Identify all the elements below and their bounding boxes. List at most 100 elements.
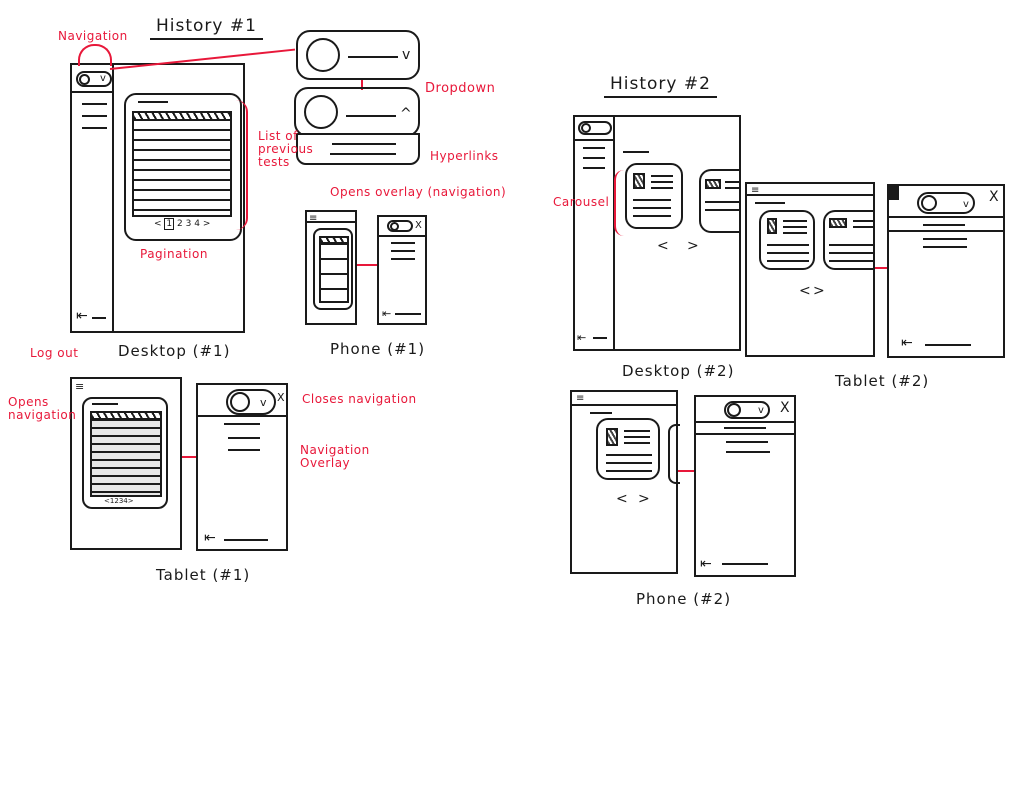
carousel-next-button[interactable]: > bbox=[687, 238, 699, 254]
logout-icon[interactable]: ⇤ bbox=[577, 331, 587, 344]
pagination-prev[interactable]: < bbox=[154, 219, 162, 229]
annotation-carousel: Carousel bbox=[553, 195, 610, 209]
logout-icon[interactable]: ⇤ bbox=[204, 530, 216, 546]
hyperlink[interactable] bbox=[330, 153, 396, 155]
carousel-card[interactable] bbox=[668, 424, 680, 484]
pagination-page-1[interactable]: 1 bbox=[164, 218, 175, 230]
annotation-pagination: Pagination bbox=[140, 247, 208, 261]
computer-icon bbox=[829, 218, 847, 228]
user-dropdown[interactable]: v bbox=[226, 389, 276, 415]
nav-link[interactable] bbox=[724, 427, 766, 429]
user-avatar-icon bbox=[727, 403, 741, 417]
menu-icon[interactable]: ≡ bbox=[751, 185, 760, 196]
logout-icon[interactable]: ⇤ bbox=[76, 308, 88, 324]
sidebar-link[interactable] bbox=[583, 167, 605, 169]
card-text bbox=[651, 187, 673, 189]
logout-icon[interactable]: ⇤ bbox=[382, 307, 392, 320]
card-text bbox=[624, 436, 650, 438]
close-icon[interactable]: X bbox=[780, 400, 790, 416]
pagination-page-3[interactable]: 3 bbox=[118, 497, 124, 505]
tablet1-frame: ≡ <1234> bbox=[70, 377, 182, 550]
user-dropdown[interactable]: v bbox=[724, 401, 770, 419]
menu-icon[interactable] bbox=[889, 186, 899, 200]
menu-icon[interactable]: ≡ bbox=[75, 380, 85, 393]
nav-link[interactable] bbox=[224, 423, 260, 425]
pagination-page-1[interactable]: 1 bbox=[109, 497, 115, 505]
card-heading bbox=[138, 101, 168, 103]
annotation-list-of-previous-tests: List of previous tests bbox=[258, 129, 314, 169]
close-icon[interactable]: X bbox=[989, 189, 999, 205]
pagination-next[interactable]: > bbox=[202, 219, 211, 229]
dropdown-closed[interactable]: v bbox=[296, 30, 420, 80]
card-text bbox=[606, 470, 652, 472]
pagination-page-3[interactable]: 3 bbox=[185, 219, 192, 229]
pagination: <1234> bbox=[104, 497, 134, 505]
logout-icon[interactable]: ⇤ bbox=[901, 335, 913, 351]
nav-link[interactable] bbox=[726, 451, 770, 453]
caption-desktop1: Desktop (#1) bbox=[118, 342, 231, 360]
card-text bbox=[829, 260, 873, 262]
nav-link[interactable] bbox=[726, 441, 768, 443]
user-dropdown[interactable]: v bbox=[917, 192, 975, 214]
nav-link[interactable] bbox=[391, 258, 415, 260]
nav-link[interactable] bbox=[923, 238, 967, 240]
pagination-page-4[interactable]: 4 bbox=[123, 497, 128, 505]
hyperlink[interactable] bbox=[332, 143, 396, 145]
carousel-prev-button[interactable]: < bbox=[657, 238, 669, 254]
close-icon[interactable]: X bbox=[277, 391, 285, 404]
nav-link[interactable] bbox=[228, 437, 260, 439]
nav-link[interactable] bbox=[391, 250, 415, 252]
carousel-prev-button[interactable]: < bbox=[616, 491, 628, 507]
sidebar-link[interactable] bbox=[583, 147, 605, 149]
pagination-page-4[interactable]: 4 bbox=[194, 219, 200, 229]
caption-tablet2: Tablet (#2) bbox=[835, 372, 930, 390]
menu-icon[interactable]: ≡ bbox=[576, 393, 585, 404]
annotation-navigation-overlay: Navigation Overlay bbox=[300, 443, 370, 470]
phone1-nav-overlay: X ⇤ bbox=[377, 215, 427, 325]
pagination: < 1 2 3 4 > bbox=[154, 218, 211, 230]
divider bbox=[307, 221, 357, 223]
card-heading bbox=[92, 403, 118, 405]
carousel-next-button[interactable]: > bbox=[638, 491, 650, 507]
nav-link[interactable] bbox=[923, 224, 965, 226]
card-text bbox=[829, 244, 873, 246]
user-dropdown[interactable]: v bbox=[76, 71, 112, 87]
user-dropdown[interactable] bbox=[387, 220, 413, 232]
tests-table bbox=[90, 419, 162, 497]
nav-link[interactable] bbox=[923, 246, 967, 248]
pagination-page-2[interactable]: 2 bbox=[114, 497, 119, 505]
pagination-page-2[interactable]: 2 bbox=[177, 219, 183, 229]
user-avatar-icon bbox=[581, 123, 591, 133]
divider bbox=[575, 139, 613, 141]
menu-icon[interactable]: ≡ bbox=[309, 213, 318, 224]
sidebar-link[interactable] bbox=[82, 115, 107, 117]
carousel-next-button[interactable]: > bbox=[813, 283, 825, 299]
divider bbox=[198, 415, 288, 417]
sidebar-link[interactable] bbox=[82, 103, 107, 105]
carousel-card[interactable] bbox=[699, 169, 741, 233]
sidebar-link[interactable] bbox=[82, 127, 107, 129]
close-icon[interactable]: X bbox=[415, 220, 422, 231]
user-dropdown[interactable] bbox=[578, 121, 612, 135]
pagination-prev[interactable]: < bbox=[104, 497, 110, 505]
pagination-next[interactable]: > bbox=[127, 497, 134, 505]
carousel-prev-button[interactable]: < bbox=[799, 283, 811, 299]
sidebar-link[interactable] bbox=[583, 157, 605, 159]
user-avatar-icon bbox=[79, 74, 90, 85]
carousel-card[interactable] bbox=[625, 163, 683, 229]
carousel-card[interactable] bbox=[596, 418, 660, 480]
caption-tablet1: Tablet (#1) bbox=[156, 566, 251, 584]
caption-phone1: Phone (#1) bbox=[330, 340, 426, 358]
nav-link[interactable] bbox=[391, 242, 415, 244]
caption-phone2: Phone (#2) bbox=[636, 590, 732, 608]
carousel-card[interactable] bbox=[823, 210, 875, 270]
logout-label bbox=[395, 313, 421, 315]
nav-link[interactable] bbox=[228, 449, 260, 451]
logout-label bbox=[722, 563, 768, 565]
carousel-card[interactable] bbox=[759, 210, 815, 270]
logout-icon[interactable]: ⇤ bbox=[700, 556, 712, 572]
username-placeholder bbox=[348, 56, 398, 58]
annotation-bracket bbox=[236, 100, 248, 230]
computer-icon bbox=[705, 179, 721, 189]
tests-table bbox=[132, 119, 232, 217]
